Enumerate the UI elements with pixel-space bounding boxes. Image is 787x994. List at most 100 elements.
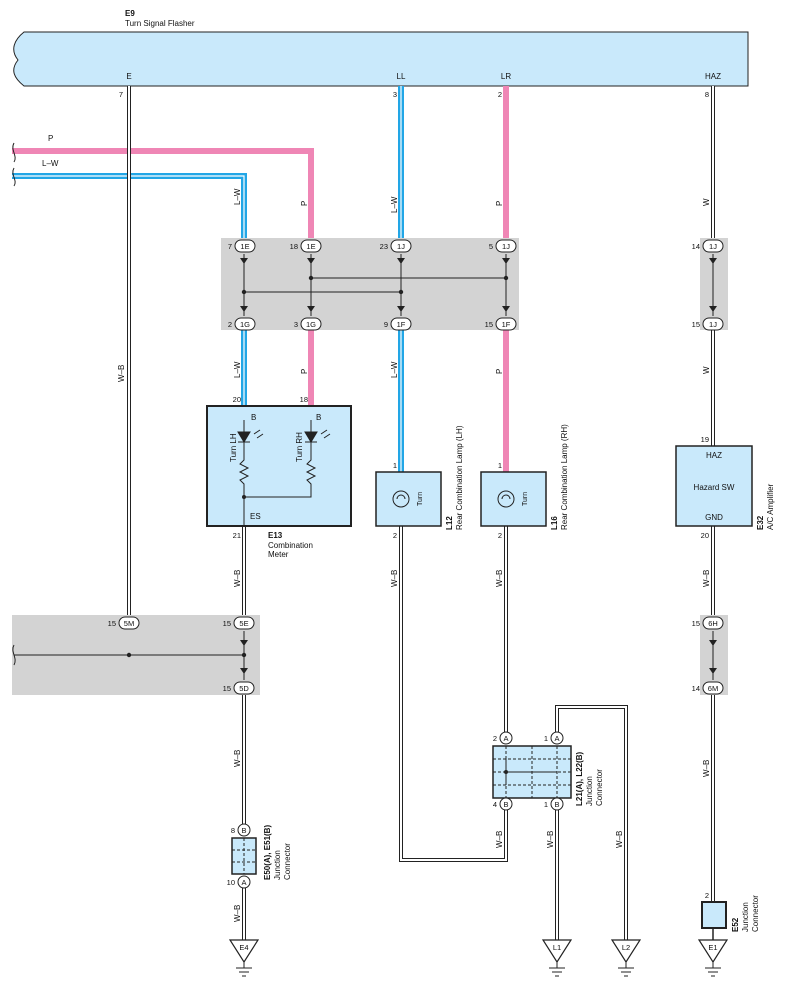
svg-text:1G: 1G [306,320,316,329]
meter-pin-out: 21 [233,531,241,540]
connector-1g-bottom-a: 1G 2 [228,317,256,331]
flasher-pin-haz: 8 [705,90,709,99]
wire-l21-to-l2 [555,705,628,940]
lamp-lh-code: L12 [445,516,454,530]
meter-turn-lh: Turn LH [229,433,238,462]
meter-name-1: Combination [268,541,313,550]
amp-pin-out: 20 [701,531,709,540]
junction-connector-e52: 2 E52 Junction Connector [701,891,760,940]
svg-text:1J: 1J [397,242,405,251]
connector-1j-top-b: 1J 5 [489,239,517,253]
svg-text:14: 14 [692,242,700,251]
meter-terminal-b1: B [251,413,256,422]
svg-text:1F: 1F [502,320,511,329]
svg-text:L–W: L–W [233,361,242,378]
flasher-pin-lr: 2 [498,90,502,99]
mid-break-mark [12,644,16,666]
connector-1f-bottom-a: 1F9 [384,317,412,331]
svg-text:L–W: L–W [390,196,399,213]
svg-text:6H: 6H [708,619,718,628]
svg-text:7: 7 [228,242,232,251]
connector-5d: 5D 15 [223,681,255,695]
l21-code: L21(A), L22(B) [575,751,584,806]
e50-line1: Junction [273,850,282,880]
flasher-pin-ll: 3 [393,90,397,99]
svg-text:L2: L2 [622,943,630,952]
svg-text:E4: E4 [239,943,248,952]
junction-arrows [240,258,717,674]
connector-1e-top-a: 1E 7 [228,239,256,253]
e52-line2: Connector [751,895,760,932]
meter-pin-in-rh: 18 [300,395,308,404]
svg-text:W–B: W–B [702,760,711,777]
flasher-terminal-ll: LL [397,72,406,81]
svg-text:9: 9 [384,320,388,329]
svg-text:1: 1 [544,734,548,743]
svg-text:15: 15 [223,684,231,693]
lamp-lh-pin-in: 1 [393,461,397,470]
svg-text:P: P [300,369,309,374]
svg-text:23: 23 [380,242,388,251]
flasher-name: Turn Signal Flasher [125,19,195,28]
junction-connector-e50: B 8 A 10 E50(A), E51(B) Junction Connect… [227,823,292,889]
meter-name-2: Meter [268,550,289,559]
svg-text:A: A [503,734,508,743]
wire-p-input [12,148,314,238]
input-break-mark [12,142,16,187]
svg-text:5D: 5D [239,684,249,693]
wire-lamp-lh-out [399,526,508,862]
svg-text:5: 5 [489,242,493,251]
svg-text:18: 18 [290,242,298,251]
connector-1j-top-a: 1J 23 [380,239,412,253]
lamp-lh-name: Rear Combination Lamp (LH) [455,425,464,530]
svg-text:W: W [702,366,711,374]
svg-text:2: 2 [228,320,232,329]
meter-turn-rh: Turn RH [295,432,304,462]
junction-dots [126,275,509,658]
svg-text:P: P [300,201,309,206]
svg-text:1G: 1G [240,320,250,329]
svg-text:1J: 1J [709,242,717,251]
connector-1g-bottom-b: 1G 3 [294,317,322,331]
svg-text:14: 14 [692,684,700,693]
svg-text:5E: 5E [239,619,248,628]
flasher-pin-e: 7 [119,90,123,99]
svg-text:3: 3 [294,320,298,329]
amp-name: A/C Amplifier [766,483,775,530]
flasher-code: E9 [125,9,135,18]
combination-meter: 20 18 B B Turn LH Turn RH ES 21 E13 Comb… [206,395,352,559]
lamp-rh-bulb-icon [497,490,515,508]
svg-text:8: 8 [231,826,235,835]
amp-haz: HAZ [706,451,722,460]
svg-text:W–B: W–B [117,365,126,382]
lamp-lh-bulb-icon [392,490,410,508]
junction-block-haz-top [700,238,728,330]
svg-text:10: 10 [227,878,235,887]
svg-text:1E: 1E [240,242,249,251]
ground-l1: L1 [541,939,573,977]
svg-text:4: 4 [493,800,497,809]
svg-text:L1: L1 [553,943,561,952]
e52-code: E52 [731,917,740,932]
rear-lamp-lh: Turn 1 2 L12 Rear Combination Lamp (LH) [375,425,464,540]
meter-code: E13 [268,531,283,540]
e50-code: E50(A), E51(B) [263,825,272,880]
l21-line1: Junction [585,776,594,806]
amp-gnd: GND [705,513,723,522]
svg-text:A: A [554,734,559,743]
l21-line2: Connector [595,769,604,806]
svg-text:1J: 1J [502,242,510,251]
svg-text:5M: 5M [124,619,134,628]
lamp-rh-name: Rear Combination Lamp (RH) [560,424,569,530]
connector-1j-haz-top: 1J 14 [692,239,724,253]
amp-code: E32 [756,515,765,530]
svg-text:W–B: W–B [233,905,242,922]
junction-block-top [221,238,519,330]
svg-text:W: W [702,198,711,206]
svg-text:W–B: W–B [495,570,504,587]
